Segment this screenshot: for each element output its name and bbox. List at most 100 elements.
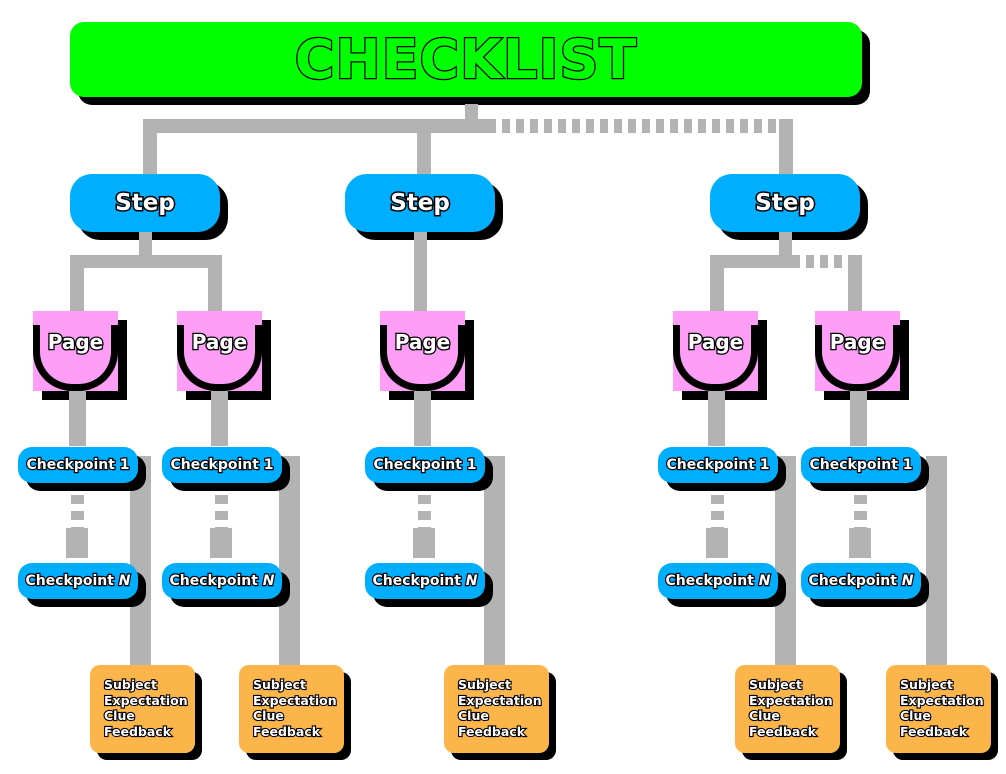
connector-step3-stem: [779, 232, 792, 260]
step-node-2[interactable]: Step: [345, 174, 495, 232]
checkpoint-node-3-1[interactable]: Checkpoint 1: [365, 447, 485, 483]
detail-line-clue: Clue: [748, 707, 781, 724]
connector-cp-5-dotted: [854, 495, 867, 528]
connector-step3-drop-b: [848, 255, 862, 313]
connector-step2-stem: [414, 232, 427, 312]
connector-step3-bus-dotted: [792, 255, 862, 268]
step-node-2-label: Step: [389, 189, 452, 218]
page-node-1[interactable]: Page: [33, 311, 118, 391]
detail-node-5[interactable]: Subject Expectation Clue Feedback: [886, 665, 991, 753]
connector-step1-bus: [70, 255, 222, 268]
detail-line-feedback: Feedback: [252, 722, 321, 739]
detail-line-clue: Clue: [899, 707, 932, 724]
detail-line-feedback: Feedback: [457, 722, 526, 739]
checkpoint-5-1-label: Checkpoint 1: [808, 456, 913, 474]
checkpoint-2-n-label: Checkpoint N: [168, 572, 275, 590]
detail-line-subject: Subject: [899, 676, 954, 693]
connector-root-bus-dotted: [488, 119, 793, 133]
envelope-flap-icon: [177, 325, 262, 391]
checkpoint-node-3-n[interactable]: Checkpoint N: [365, 563, 485, 599]
checkpoint-5-n-label: Checkpoint N: [807, 572, 914, 590]
detail-node-4[interactable]: Subject Expectation Clue Feedback: [735, 665, 840, 753]
detail-line-subject: Subject: [748, 676, 803, 693]
detail-node-2[interactable]: Subject Expectation Clue Feedback: [239, 665, 344, 753]
detail-line-expectation: Expectation: [899, 691, 985, 708]
detail-line-clue: Clue: [252, 707, 285, 724]
connector-cp-3-stem: [413, 528, 435, 558]
page-node-5[interactable]: Page: [815, 311, 900, 391]
detail-line-feedback: Feedback: [899, 722, 968, 739]
connector-cp-4-dotted: [711, 495, 724, 528]
step-node-3[interactable]: Step: [710, 174, 860, 232]
connector-branch2-to-detail: [279, 456, 300, 678]
checkpoint-3-1-label: Checkpoint 1: [372, 456, 477, 474]
envelope-flap-icon: [673, 325, 758, 391]
detail-line-clue: Clue: [103, 707, 136, 724]
title-node-checklist[interactable]: CHECKLIST: [70, 22, 862, 97]
checkpoint-4-1-label: Checkpoint 1: [665, 456, 770, 474]
page-node-2[interactable]: Page: [177, 311, 262, 391]
checkpoint-1-n-label: Checkpoint N: [24, 572, 131, 590]
checkpoint-node-2-1[interactable]: Checkpoint 1: [162, 447, 282, 483]
connector-cp-4-stem: [706, 528, 728, 558]
connector-branch1-to-detail: [130, 456, 151, 678]
connector-cp-5-stem: [849, 528, 871, 558]
connector-page5-to-cp1: [850, 391, 867, 446]
envelope-flap-icon: [380, 325, 465, 391]
page-node-3[interactable]: Page: [380, 311, 465, 391]
step-node-3-label: Step: [754, 189, 817, 218]
detail-line-expectation: Expectation: [252, 691, 338, 708]
checkpoint-node-1-n[interactable]: Checkpoint N: [18, 563, 138, 599]
connector-cp-2-dotted: [215, 495, 228, 528]
checkpoint-node-5-1[interactable]: Checkpoint 1: [801, 447, 921, 483]
connector-step1-stem: [139, 232, 152, 260]
checkpoint-node-4-n[interactable]: Checkpoint N: [658, 563, 778, 599]
connector-root-drop-1: [143, 119, 157, 175]
page-node-4-label: Page: [686, 329, 744, 356]
detail-line-expectation: Expectation: [103, 691, 189, 708]
detail-line-subject: Subject: [252, 676, 307, 693]
checkpoint-1-1-label: Checkpoint 1: [25, 456, 130, 474]
page-node-1-label: Page: [46, 329, 104, 356]
connector-step1-drop-a: [70, 255, 84, 313]
detail-line-subject: Subject: [457, 676, 512, 693]
detail-node-3[interactable]: Subject Expectation Clue Feedback: [444, 665, 549, 753]
connector-page3-to-cp1: [414, 391, 431, 446]
page-node-2-label: Page: [190, 329, 248, 356]
checkpoint-node-1-1[interactable]: Checkpoint 1: [18, 447, 138, 483]
step-node-1-label: Step: [114, 189, 177, 218]
detail-line-feedback: Feedback: [748, 722, 817, 739]
detail-node-1[interactable]: Subject Expectation Clue Feedback: [90, 665, 195, 753]
connector-cp-3-dotted: [418, 495, 431, 528]
connector-root-drop-3: [779, 119, 793, 175]
checkpoint-4-n-label: Checkpoint N: [664, 572, 771, 590]
connector-page2-to-cp1: [211, 391, 228, 446]
connector-root-bus-solid: [143, 119, 488, 133]
envelope-flap-icon: [815, 325, 900, 391]
detail-line-clue: Clue: [457, 707, 490, 724]
connector-step3-bus-solid: [710, 255, 792, 268]
checkpoint-node-2-n[interactable]: Checkpoint N: [162, 563, 282, 599]
connector-page1-to-cp1: [69, 391, 86, 446]
connector-root-drop-2: [417, 119, 431, 175]
detail-line-expectation: Expectation: [748, 691, 834, 708]
checkpoint-node-4-1[interactable]: Checkpoint 1: [658, 447, 778, 483]
checkpoint-3-n-label: Checkpoint N: [371, 572, 478, 590]
connector-step1-drop-b: [208, 255, 222, 313]
detail-line-subject: Subject: [103, 676, 158, 693]
step-node-1[interactable]: Step: [70, 174, 220, 232]
checkpoint-2-1-label: Checkpoint 1: [169, 456, 274, 474]
page-node-4[interactable]: Page: [673, 311, 758, 391]
detail-line-expectation: Expectation: [457, 691, 543, 708]
detail-line-feedback: Feedback: [103, 722, 172, 739]
title-label: CHECKLIST: [294, 27, 638, 93]
connector-step3-drop-a: [710, 255, 724, 313]
connector-branch4-to-detail: [775, 456, 796, 678]
checkpoint-node-5-n[interactable]: Checkpoint N: [801, 563, 921, 599]
connector-branch3-to-detail: [484, 456, 505, 678]
connector-branch5-to-detail: [926, 456, 947, 678]
connector-page4-to-cp1: [708, 391, 725, 446]
connector-cp-1-stem: [66, 528, 88, 558]
envelope-flap-icon: [33, 325, 118, 391]
